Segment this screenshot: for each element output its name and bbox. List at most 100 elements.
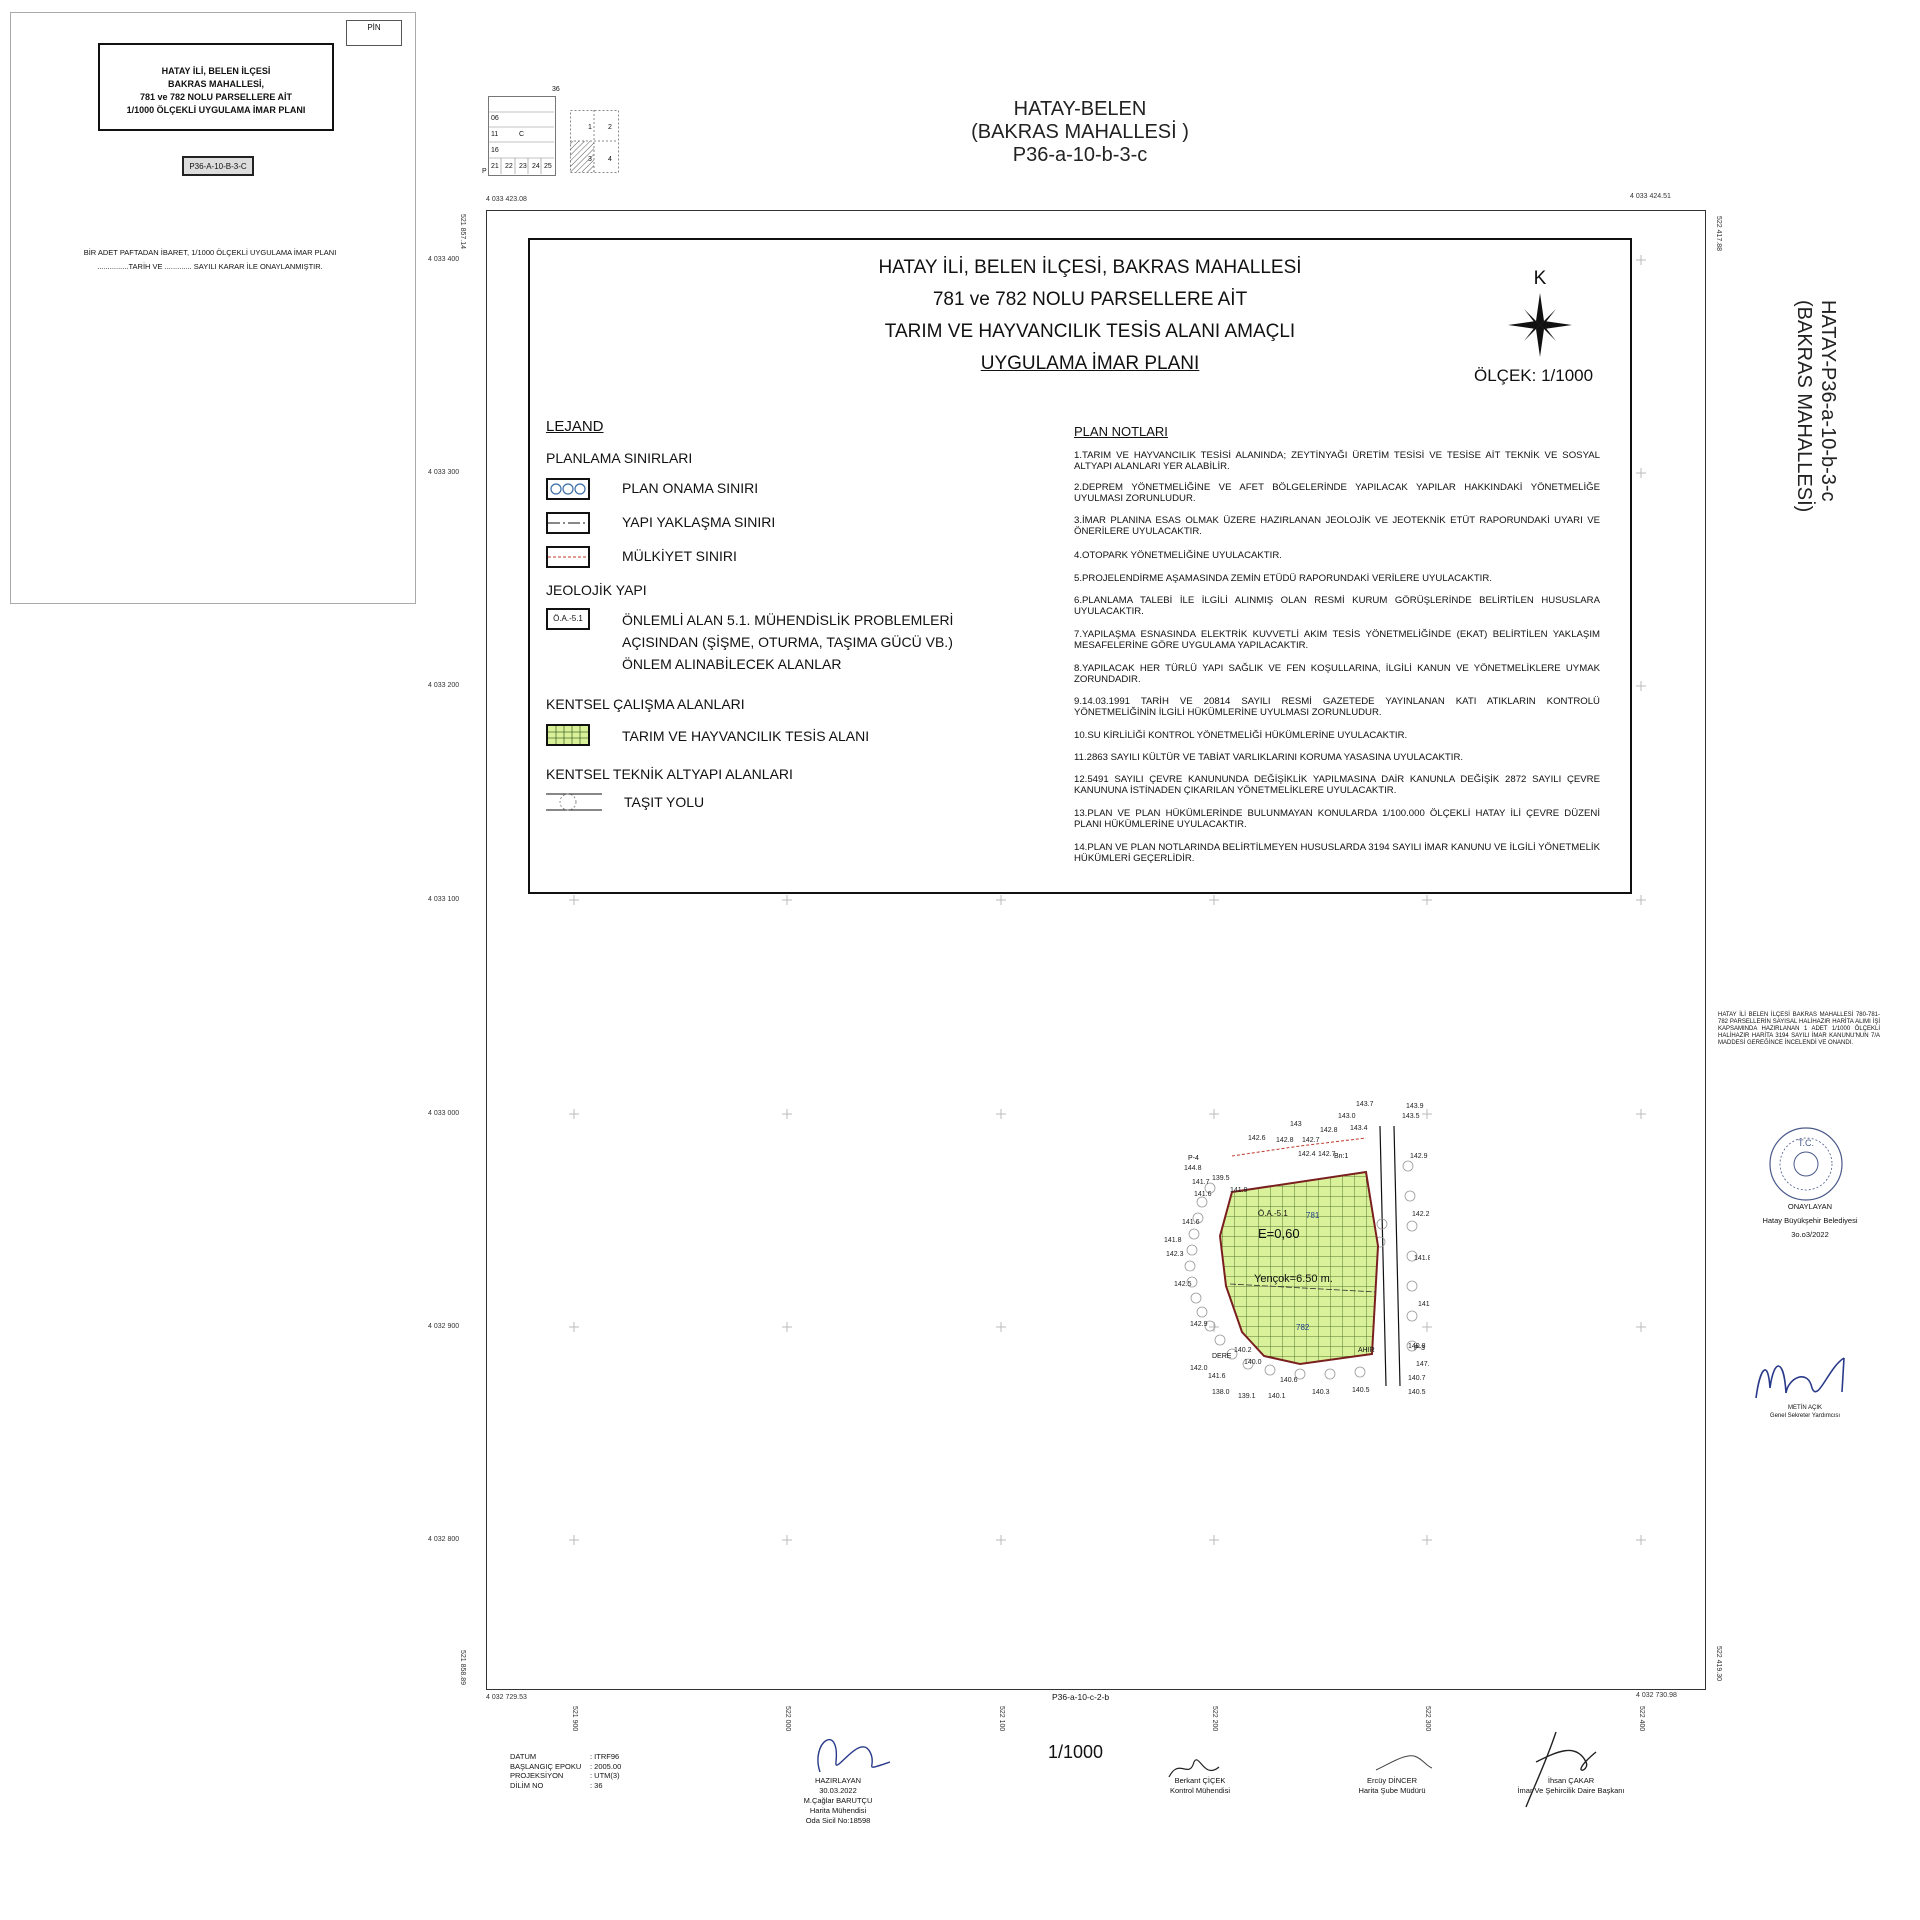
header-line1: HATAY-BELEN [1013, 98, 1147, 120]
legend-oa-line1: ÖNLEMLİ ALAN 5.1. MÜHENDİSLİK PROBLEMLER… [622, 612, 954, 628]
mulkiyet-symbol [546, 546, 590, 568]
plan-title-line: 781 ve 782 NOLU PARSELLERE AİT [932, 289, 1248, 310]
elevation-label: 143.4 [1350, 1125, 1368, 1132]
index-cell: 16 [491, 147, 499, 154]
approval-block: ONAYLAYAN Hatay Büyükşehir Belediyesi 3o… [1720, 1200, 1900, 1242]
plan-note: 12.5491 SAYILI ÇEVRE KANUNUNDA DEĞİŞİKLİ… [1074, 774, 1600, 796]
cover-sheet-code: P36-A-10-B-3-C [182, 156, 254, 176]
plan-title-underlined: UYGULAMA İMAR PLANI [980, 353, 1200, 374]
plan-note: 1.TARIM VE HAYVANCILIK TESİSİ ALANINDA; … [1074, 450, 1600, 472]
bottom-adjacent-sheet: P36-a-10-c-2-b [1052, 1692, 1110, 1702]
north-label: K [1533, 268, 1547, 289]
coord-top-right: 4 033 424.51 [1630, 193, 1671, 200]
elevation-label: 143.9 [1406, 1103, 1424, 1110]
elevation-label: 142.3 [1166, 1251, 1184, 1258]
header-line2: (BAKRAS MAHALLESİ ) [971, 121, 1189, 143]
datum-label: DATUM [510, 1752, 537, 1761]
index-sub-label: 4 [608, 156, 612, 163]
elevation-label: 139.5 [1212, 1175, 1230, 1182]
legend-heading: LEJAND [546, 418, 604, 435]
elevation-label: 141.9 [1230, 1187, 1248, 1194]
signature-3-icon [1375, 1755, 1433, 1771]
header-line3: P36-a-10-b-3-c [1012, 144, 1148, 166]
elevation-label: 140.8 [1408, 1343, 1426, 1350]
elevation-label: 142.9 [1190, 1321, 1208, 1328]
signature-2-icon [1168, 1759, 1220, 1778]
cover-note-line: ...............TARİH VE ............. SA… [97, 262, 323, 271]
parcel-plan: E=0,60 Yençok=6.50 m. Ö.A.-5.1 781 782 B… [1164, 1101, 1430, 1400]
cover-panel [10, 12, 416, 604]
legend-mulkiyet: MÜLKİYET SINIRI [622, 548, 737, 564]
easting-label: 522 300 [1424, 1706, 1431, 1732]
plan-title-line: HATAY İLİ, BELEN İLÇESİ, BAKRAS MAHALLES… [878, 257, 1302, 278]
elevation-label: 140.2 [1234, 1347, 1252, 1354]
plan-note: 4.OTOPARK YÖNETMELİĞİNE UYULACAKTIR. [1074, 550, 1282, 561]
plan-note: 11.2863 SAYILI KÜLTÜR VE TABİAT VARLIKLA… [1074, 752, 1464, 763]
elevation-label: 141.8 [1164, 1237, 1182, 1244]
parcel-split-line [1229, 1283, 1377, 1293]
index-sub-label: 1 [588, 124, 592, 131]
index-cell: 22 [505, 163, 513, 170]
index-cell: 06 [491, 115, 499, 122]
signature-approval-icon [1755, 1357, 1845, 1399]
legend-section-planning: PLANLAMA SINIRLARI [546, 450, 693, 466]
plan-note: 5.PROJELENDİRME AŞAMASINDA ZEMİN ETÜDÜ R… [1074, 573, 1492, 584]
index-cell: 21 [491, 163, 499, 170]
elevation-label: 142.7 [1318, 1151, 1336, 1158]
pin-box: PİN [346, 20, 402, 46]
cover-note-line: BİR ADET PAFTADAN İBARET, 1/1000 ÖLÇEKLİ… [83, 248, 337, 257]
parcel-tag-p3: P-3 [1414, 1345, 1425, 1352]
parcel-781-label: 781 [1306, 1211, 1320, 1220]
sig3-name: Ercüy DİNCER [1366, 1776, 1417, 1785]
plan-scale: ÖLÇEK: 1/1000 [1474, 366, 1594, 385]
elevation-label: 141.7 [1192, 1179, 1210, 1186]
elevation-label: 142.8 [1320, 1127, 1338, 1134]
cover-title-line: HATAY İLİ, BELEN İLÇESİ [161, 66, 271, 76]
index-grid-lines [488, 111, 554, 174]
elevation-label: 140.7 [1408, 1375, 1426, 1382]
legend-tarim: TARIM VE HAYVANCILIK TESİS ALANI [622, 728, 870, 744]
elevation-label: 141.6 [1208, 1373, 1226, 1380]
yapi-yaklasma-symbol [546, 512, 590, 534]
elevation-label: 142.8 [1276, 1137, 1294, 1144]
parcel-tag-ahir: AHIR [1358, 1347, 1375, 1354]
approval-name: METİN AÇIK [1787, 1405, 1822, 1411]
approval-note: HATAY İLİ BELEN İLÇESİ BAKRAS MAHALLESİ … [1718, 1012, 1880, 1046]
datum-label: DİLİM NO [510, 1780, 544, 1790]
parcel-tag-p4: P-4 [1188, 1155, 1199, 1162]
plan-note: 9.14.03.1991 TARİH VE 20814 SAYILI RESMİ… [1074, 696, 1600, 718]
elevation-label: 140.3 [1312, 1389, 1330, 1396]
parcel-yencok-label: Yençok=6.50 m. [1254, 1273, 1333, 1285]
index-top-label: 36 [552, 86, 560, 93]
sig1-date: 30.03.2022 [819, 1786, 857, 1795]
easting-label: 522 000 [784, 1706, 791, 1732]
elevation-label: 142.4 [1298, 1151, 1316, 1158]
signature-1-icon [817, 1739, 891, 1773]
datum-value: : ITRF96 [590, 1752, 620, 1761]
parcel-e-label: E=0,60 [1258, 1226, 1300, 1241]
elevation-label: 140.5 [1408, 1389, 1426, 1396]
oa-symbol: Ö.A.-5.1 [546, 608, 590, 630]
plan-note: 3.İMAR PLANINA ESAS OLMAK ÜZERE HAZIRLAN… [1074, 515, 1600, 537]
road [1379, 1125, 1401, 1387]
side-title-line1: HATAY-P36-a-10-b-3-c [1817, 300, 1839, 502]
coord-right-top-vertical: 522 417.88 [1715, 216, 1722, 252]
elevation-label: 140.5 [1352, 1387, 1370, 1394]
index-map: 36 06 11 C 16 21 22 23 24 25 P 1 2 3 4 [482, 86, 626, 178]
index-subgrid [570, 110, 619, 173]
plan-notes-heading: PLAN NOTLARI [1074, 424, 1168, 439]
coord-bottom-left: 4 032 729.53 [486, 1694, 527, 1701]
index-cell: C [519, 131, 525, 138]
signature-4-block: İhsan ÇAKAR İmar Ve Şehircilik Daire Baş… [1496, 1776, 1646, 1796]
index-cell: 11 [491, 131, 499, 138]
sig1-title: HAZIRLAYAN [815, 1776, 861, 1785]
signature-1-block: HAZIRLAYAN 30.03.2022 M.Çağlar BARUTÇU H… [778, 1776, 898, 1826]
index-cell: 23 [519, 163, 527, 170]
legend-plan-onama: PLAN ONAMA SINIRI [622, 480, 759, 496]
sig4-name: İhsan ÇAKAR [1547, 1776, 1595, 1785]
north-arrow: K [1500, 268, 1580, 365]
sheet-header: HATAY-BELEN (BAKRAS MAHALLESİ ) P36-a-10… [930, 98, 1230, 167]
legend-oa-line3: ÖNLEM ALINABİLECEK ALANLAR [622, 656, 842, 672]
side-title-vertical: HATAY-P36-a-10-b-3-c (BAKRAS MAHALLESİ) [1792, 300, 1840, 512]
